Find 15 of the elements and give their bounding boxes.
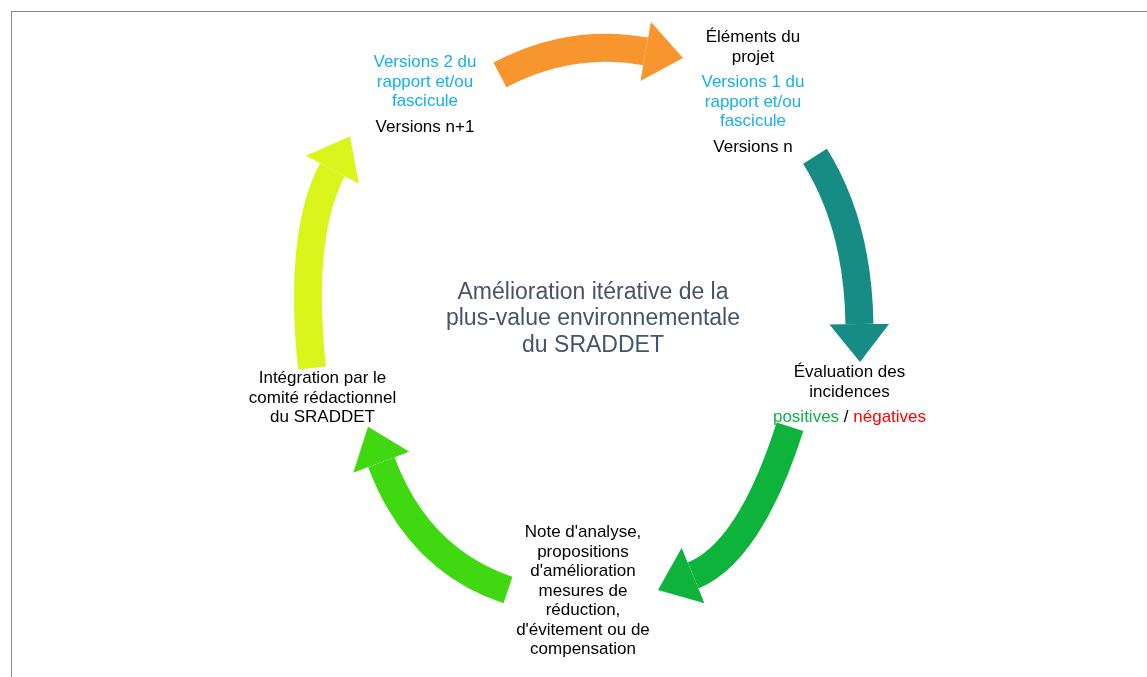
curved-arrow xyxy=(659,422,804,603)
curved-arrow xyxy=(802,149,890,362)
node-text: Versions 2 du rapport et/ou fascicule xyxy=(372,52,478,111)
node-text: Note d'analyse, propositions d'amélioration mesures de réduction, d'évitement ou de compensation xyxy=(515,522,651,659)
node-text: Éléments du projet xyxy=(704,27,802,67)
curved-arrow xyxy=(493,21,684,88)
node-text: Versions n xyxy=(713,136,793,157)
node-text: positives / négatives xyxy=(772,407,927,427)
node-text: Intégration par le comité rédactionnel du SRADDET xyxy=(247,368,398,427)
curved-arrow xyxy=(294,135,360,370)
node-text: Évaluation des incidences xyxy=(792,362,907,402)
center-title: Amélioration itérative de la plus-value environnementale du SRADDET xyxy=(444,278,742,358)
curved-arrow xyxy=(353,427,513,604)
node-text: Versions 1 du rapport et/ou fascicule xyxy=(700,72,806,131)
node-text: Versions n+1 xyxy=(375,116,475,137)
